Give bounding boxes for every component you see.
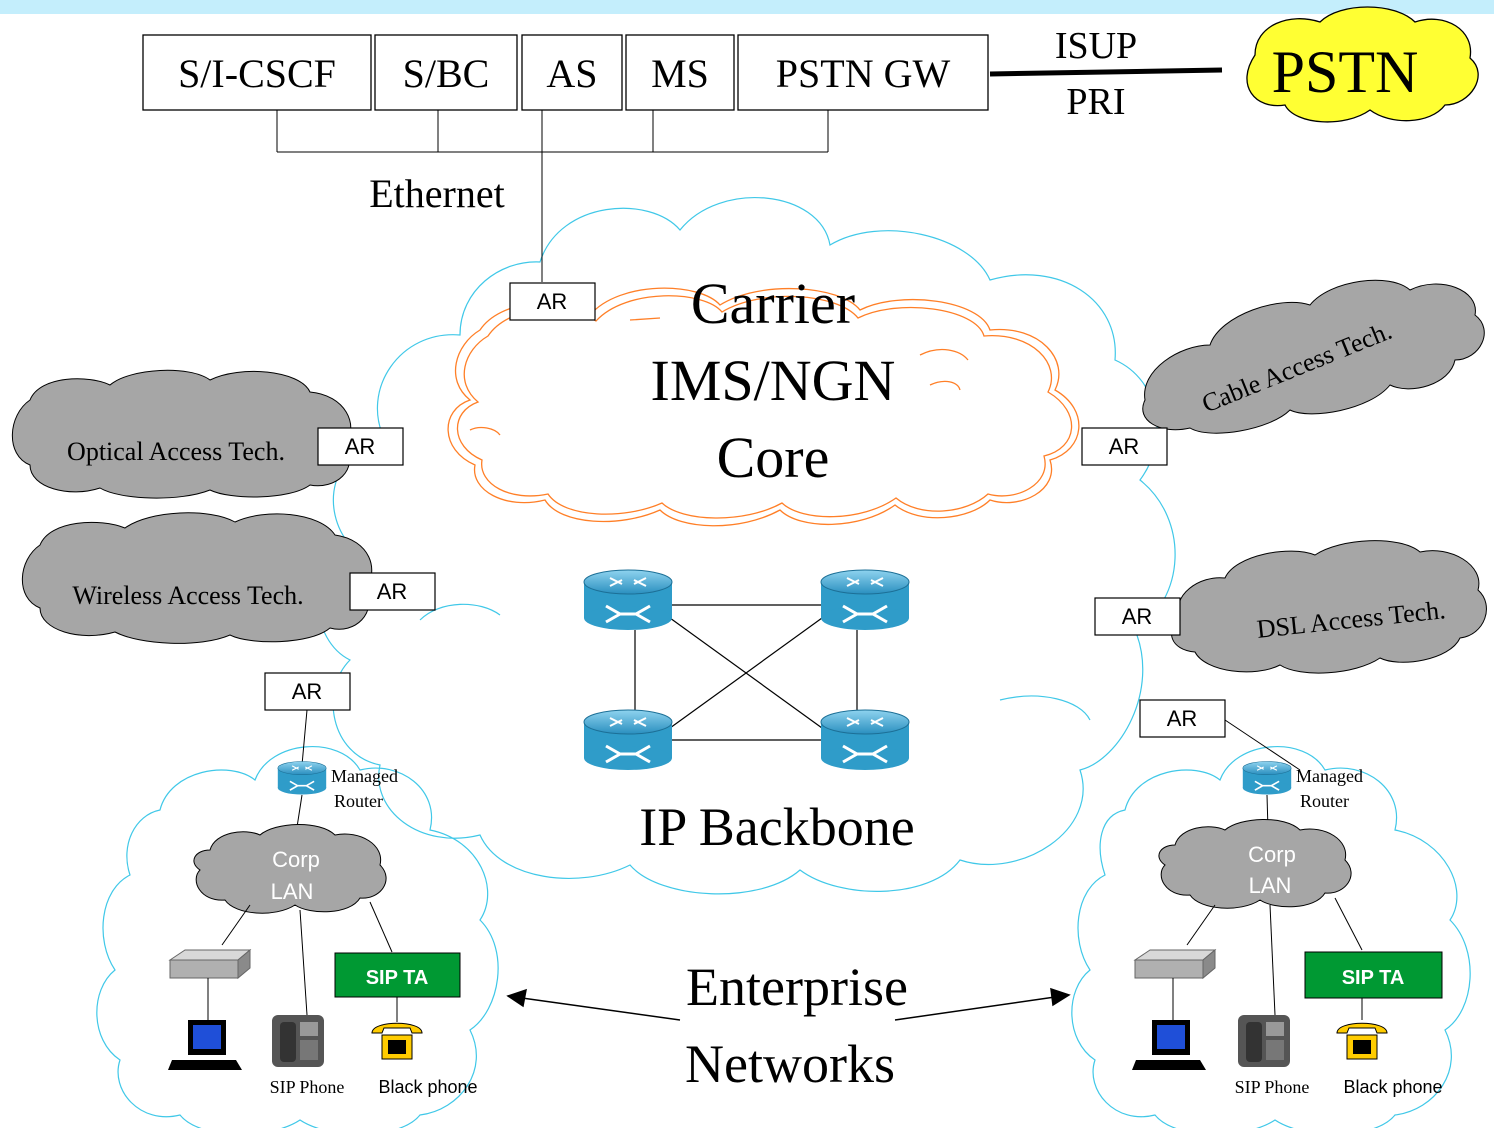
managed-router-icon-right — [1241, 760, 1293, 796]
carrier-core-cloud — [447, 287, 1080, 527]
ar-label-enterprise-right: AR — [1167, 706, 1198, 731]
backbone-router-icon-1 — [582, 568, 674, 632]
node-s-i-cscf: S/I-CSCF — [178, 51, 336, 96]
pstn-trunk-line — [989, 67, 1223, 77]
managed-router-icon-left — [276, 760, 328, 796]
pstn-label: PSTN — [1272, 39, 1419, 105]
enterprise-arrows — [506, 987, 1071, 1021]
black-phone-label-left: Black phone — [378, 1077, 477, 1097]
sip-ta-box-left — [334, 952, 461, 998]
ar-label-optical: AR — [345, 434, 376, 459]
corp-lan-label-left-1: Corp — [272, 847, 320, 872]
corp-lan-cloud-left — [193, 824, 387, 914]
dsl-access-cloud — [1171, 540, 1487, 674]
ethernet-label: Ethernet — [369, 171, 505, 216]
server-icon-left — [168, 948, 252, 980]
sip-phone-icon-left — [272, 1015, 324, 1067]
node-ms: MS — [651, 51, 709, 96]
ar-box-dsl — [1094, 597, 1181, 636]
managed-router-label-left-2: Router — [334, 791, 383, 811]
black-phone-label-right: Black phone — [1343, 1077, 1442, 1097]
sip-phone-label-right: SIP Phone — [1235, 1077, 1310, 1097]
black-phone-icon-right — [1336, 1022, 1388, 1060]
sip-phone-label-left: SIP Phone — [270, 1077, 345, 1097]
ar-label-enterprise-left: AR — [292, 679, 323, 704]
ar-box-core — [509, 282, 596, 321]
corp-lan-label-left-2: LAN — [271, 879, 314, 904]
node-as: AS — [546, 51, 597, 96]
node-box-as — [521, 34, 623, 111]
backbone-router-icon-4 — [819, 708, 911, 772]
sip-ta-label-right: SIP TA — [1342, 967, 1405, 989]
corp-lan-label-right-2: LAN — [1249, 873, 1292, 898]
managed-router-label-right-1: Managed — [1296, 766, 1363, 786]
wireless-access-label: Wireless Access Tech. — [72, 581, 303, 610]
node-box-ms — [625, 34, 735, 111]
ar-label-wireless: AR — [377, 579, 408, 604]
managed-router-label-right-2: Router — [1300, 791, 1349, 811]
ip-backbone-label: IP Backbone — [639, 797, 914, 857]
enterprise-label-line-2: Networks — [685, 1034, 895, 1094]
ar-label-cable: AR — [1109, 434, 1140, 459]
top-band — [0, 0, 1494, 14]
top-nodes — [142, 34, 989, 111]
pc-icon-right — [1132, 1020, 1206, 1070]
enterprise-right — [1132, 719, 1443, 1070]
enterprise-cloud-right — [1071, 746, 1471, 1128]
server-icon-right — [1133, 948, 1217, 980]
corp-lan-label-right-1: Corp — [1248, 842, 1296, 867]
ar-label-core: AR — [537, 289, 568, 314]
enterprise-cloud-left — [96, 746, 499, 1128]
node-box-pstn-gw — [737, 34, 989, 111]
backbone-router-icon-2 — [819, 568, 911, 632]
pri-label: PRI — [1066, 81, 1125, 123]
node-box-s-i-cscf — [142, 34, 372, 111]
black-phone-icon-left — [371, 1022, 423, 1060]
managed-router-label-left-1: Managed — [331, 766, 398, 786]
enterprise-label-line-1: Enterprise — [686, 957, 908, 1017]
ar-label-dsl: AR — [1122, 604, 1153, 629]
node-box-s-bc — [374, 34, 518, 111]
cable-access-cloud — [1142, 279, 1485, 434]
corp-lan-cloud-right — [1158, 819, 1352, 909]
core-label-line-2: IMS/NGN — [651, 348, 896, 413]
core-label-line-1: Carrier — [691, 271, 855, 336]
isup-label: ISUP — [1055, 25, 1137, 67]
optical-access-label: Optical Access Tech. — [67, 437, 285, 466]
enterprise-left — [168, 709, 461, 1070]
ar-box-optical — [317, 427, 404, 466]
pstn-cloud — [1246, 6, 1479, 123]
node-s-bc: S/BC — [403, 51, 490, 96]
ar-box-cable — [1081, 427, 1168, 466]
sip-phone-icon-right — [1238, 1015, 1290, 1067]
ar-box-wireless — [349, 572, 436, 611]
node-pstn-gw: PSTN GW — [776, 51, 951, 96]
ar-box-enterprise-right — [1139, 699, 1226, 738]
wireless-access-cloud — [21, 512, 373, 644]
core-label-line-3: Core — [717, 425, 830, 490]
optical-access-cloud — [11, 369, 352, 499]
ar-box-enterprise-left — [264, 672, 351, 711]
ethernet-bus — [276, 110, 829, 282]
sip-ta-box-right — [1304, 951, 1443, 999]
sip-ta-label-left: SIP TA — [366, 967, 429, 989]
backbone-links — [634, 604, 858, 741]
backbone-router-icon-3 — [582, 708, 674, 772]
pc-icon-left — [168, 1020, 242, 1070]
